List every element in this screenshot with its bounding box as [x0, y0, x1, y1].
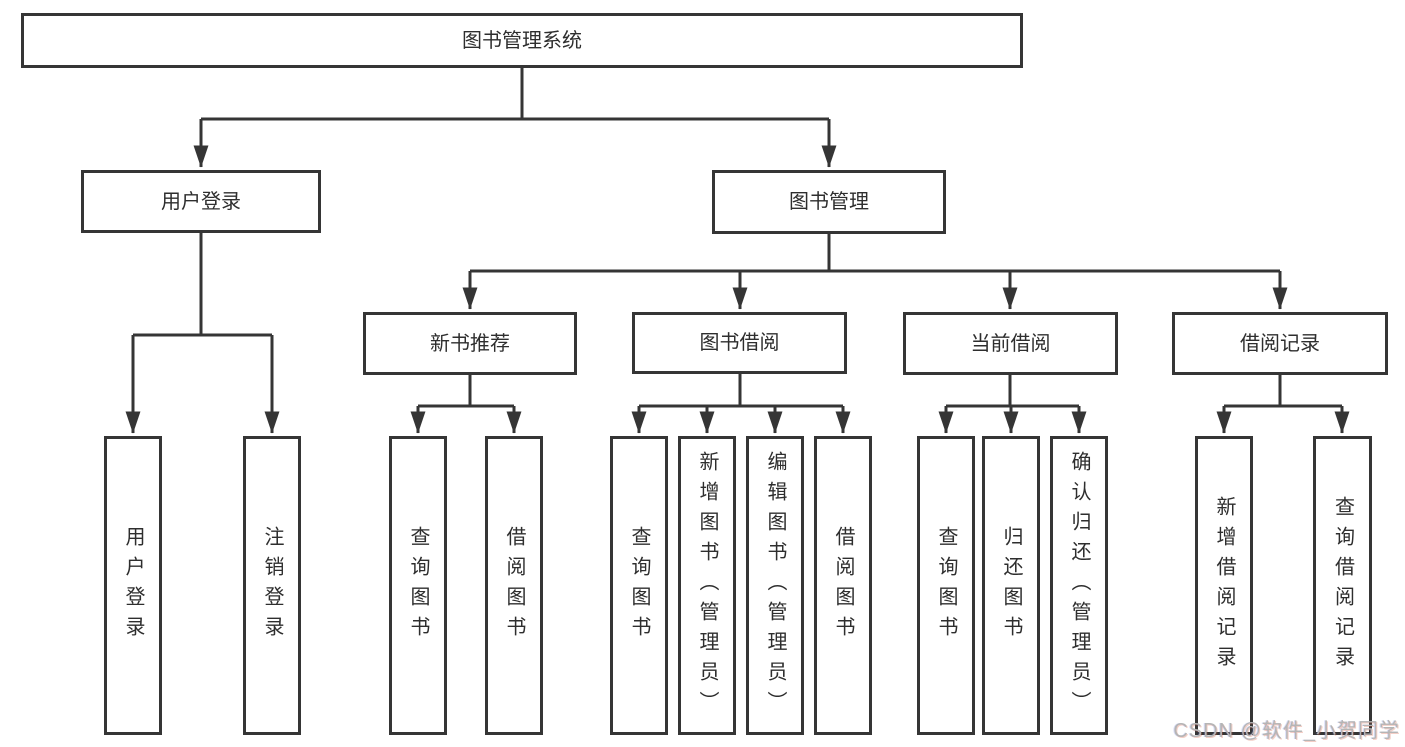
node-user-login: 用户登录: [81, 170, 321, 233]
leaf-confirm-return-admin: 确认归还（管理员）: [1050, 436, 1108, 735]
connector-user-login-children: [125, 233, 280, 434]
node-book-borrow: 图书借阅: [632, 312, 847, 374]
node-current-borrow: 当前借阅: [903, 312, 1118, 375]
connector-borrow-records-children: [1216, 375, 1350, 434]
leaf-add-books-admin: 新增图书（管理员）: [678, 436, 736, 735]
node-library-management-system: 图书管理系统: [21, 13, 1023, 68]
csdn-watermark: CSDN @软件_小贺同学: [1173, 720, 1400, 742]
leaf-query-books-current: 查询图书: [917, 436, 975, 735]
leaf-query-borrow-record: 查询借阅记录: [1313, 436, 1372, 735]
connector-book-management-children: [462, 234, 1288, 310]
leaf-borrow-books: 借阅图书: [814, 436, 872, 735]
leaf-logout: 注销登录: [243, 436, 301, 735]
connector-root-to-level2: [193, 68, 837, 168]
leaf-query-books-recommend-label: 查询图书: [407, 525, 429, 646]
leaf-return-books-label: 归还图书: [1000, 525, 1022, 646]
leaf-edit-books-admin-label: 编辑图书（管理员）: [764, 450, 786, 721]
leaf-query-books-borrow: 查询图书: [610, 436, 668, 735]
node-new-book-recommend: 新书推荐: [363, 312, 577, 375]
leaf-query-books-borrow-label: 查询图书: [628, 525, 650, 646]
leaf-logout-label: 注销登录: [261, 525, 283, 646]
leaf-edit-books-admin: 编辑图书（管理员）: [746, 436, 804, 735]
leaf-add-borrow-record-label: 新增借阅记录: [1213, 495, 1235, 676]
leaf-borrow-books-recommend-label: 借阅图书: [503, 525, 525, 646]
leaf-borrow-books-label: 借阅图书: [832, 525, 854, 646]
connector-current-borrow-children: [938, 375, 1087, 434]
leaf-query-borrow-record-label: 查询借阅记录: [1331, 495, 1354, 676]
connector-new-book-recommend-children: [410, 375, 522, 434]
leaf-query-books-current-label: 查询图书: [935, 525, 957, 646]
leaf-user-login-label: 用户登录: [122, 525, 144, 646]
leaf-add-borrow-record: 新增借阅记录: [1195, 436, 1253, 735]
node-book-management: 图书管理: [712, 170, 946, 234]
leaf-borrow-books-recommend: 借阅图书: [485, 436, 543, 735]
node-borrow-records: 借阅记录: [1172, 312, 1388, 375]
leaf-user-login: 用户登录: [104, 436, 162, 735]
leaf-add-books-admin-label: 新增图书（管理员）: [696, 450, 718, 721]
leaf-confirm-return-admin-label: 确认归还（管理员）: [1068, 450, 1090, 721]
leaf-return-books: 归还图书: [982, 436, 1040, 735]
leaf-query-books-recommend: 查询图书: [389, 436, 447, 735]
connector-book-borrow-children: [631, 374, 851, 434]
